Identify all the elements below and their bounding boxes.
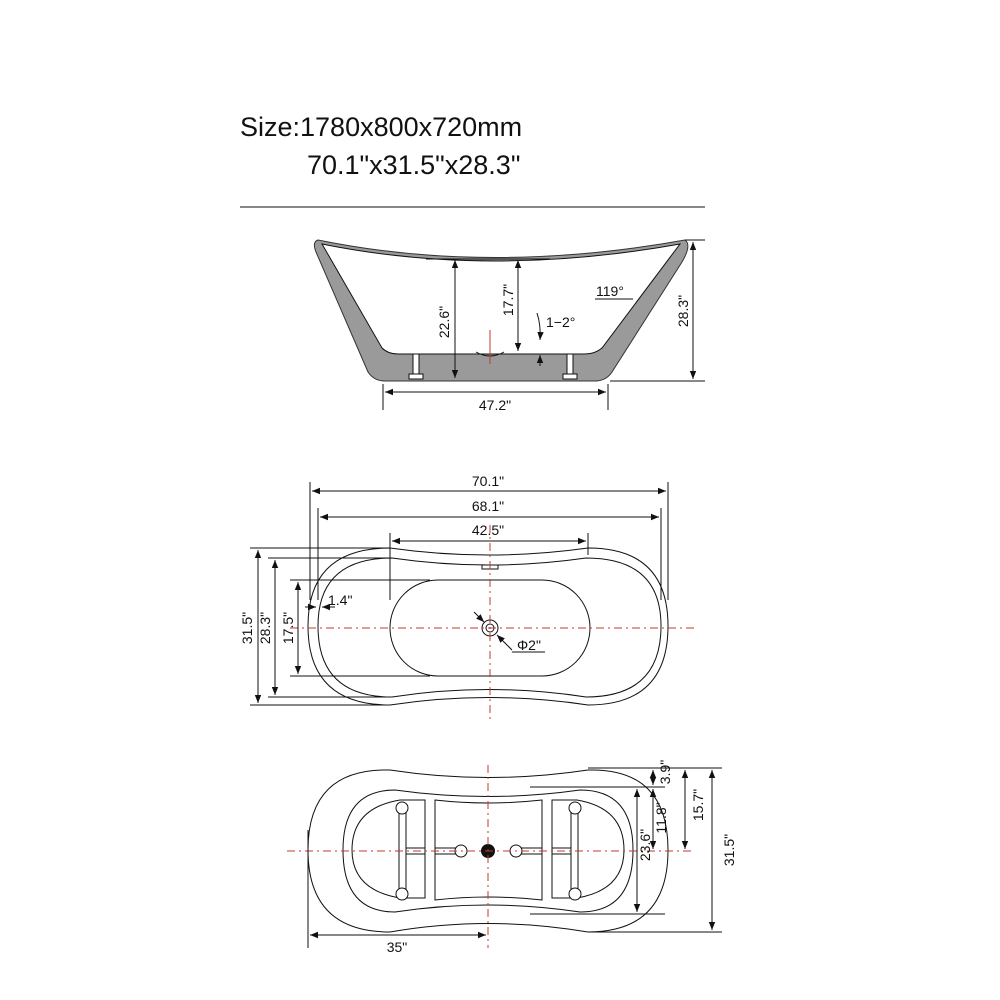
inner-length-label: 68.1" — [472, 498, 504, 514]
slope-label: 1−2° — [546, 314, 575, 330]
basin-width-label: 17.5" — [280, 612, 296, 644]
half-base-label: 11.8" — [653, 802, 669, 833]
drain-label: Φ2" — [517, 637, 541, 653]
inner-width-label: 28.3" — [257, 612, 273, 644]
offset-label: 3.9" — [657, 760, 673, 784]
height-label: 28.3" — [675, 295, 691, 327]
half-width-label: 15.7" — [690, 789, 706, 821]
top-view: 70.1" 68.1" 42.5" 31.5" 28.3" 17.5" 1.4"… — [239, 473, 695, 722]
rim-label: 1.4" — [328, 592, 352, 608]
base-width-label: 47.2" — [479, 397, 511, 413]
width-label: 31.5" — [239, 612, 255, 644]
angle-label: 119° — [596, 283, 624, 299]
basin-length-label: 42.5" — [472, 522, 504, 538]
depth-outer-label: 22.6" — [436, 306, 452, 338]
length-label: 70.1" — [472, 473, 504, 489]
size-mm-label: Size:1780x800x720mm — [240, 112, 523, 142]
half-length-label: 35" — [387, 939, 408, 955]
base-width-bottom-label: 23.6" — [637, 829, 653, 861]
size-inch-label: 70.1"x31.5"x28.3" — [307, 150, 521, 180]
bottom-width-label: 31.5" — [721, 834, 737, 866]
side-view: 22.6" 17.7" 1−2° 119° 28.3" 47.2" — [313, 239, 705, 413]
depth-inner-label: 17.7" — [500, 284, 516, 316]
bottom-view: 35" 31.5" 23.6" 15.7" 3.9" 11.8" — [287, 760, 737, 955]
